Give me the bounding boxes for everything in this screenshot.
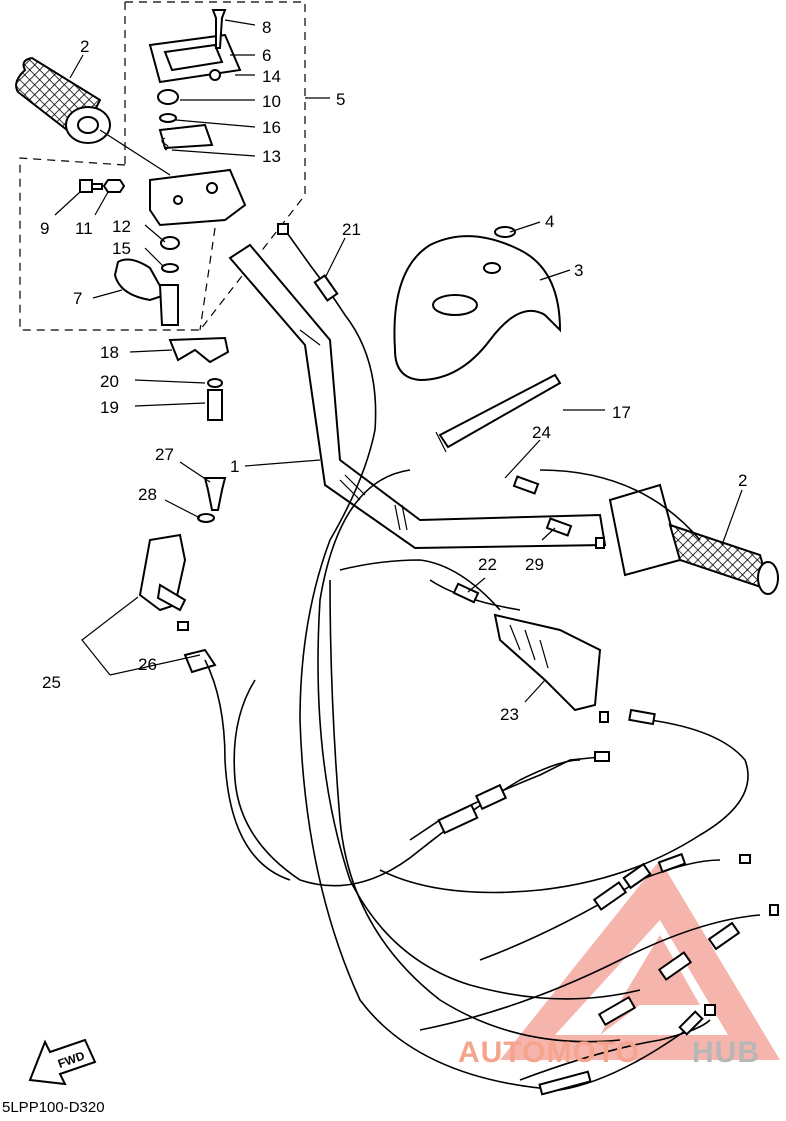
callout-13: 13 <box>262 147 281 166</box>
callout-9: 9 <box>40 219 49 238</box>
clip-26 <box>183 648 217 674</box>
washer-15 <box>161 263 179 273</box>
callout-18: 18 <box>100 343 119 362</box>
grommet <box>494 226 516 238</box>
nut-10 <box>157 89 179 105</box>
washer-16 <box>159 113 177 123</box>
fwd-arrow-icon: FWD <box>28 1038 97 1086</box>
callout-28: 28 <box>138 485 157 504</box>
callout-2-right: 2 <box>738 471 747 490</box>
watermark-text: AUTOMOTO HUB <box>458 1036 760 1069</box>
handlebar-cover <box>393 235 562 382</box>
boot <box>493 613 602 712</box>
washer-12 <box>160 236 180 250</box>
bolt-9 <box>79 179 103 193</box>
bolt-19 <box>207 389 223 421</box>
callout-21: 21 <box>342 220 361 239</box>
callout-23: 23 <box>500 705 519 724</box>
callout-11: 11 <box>75 219 93 238</box>
callout-20: 20 <box>100 372 119 391</box>
cover-6 <box>148 33 242 84</box>
lever <box>113 258 179 326</box>
callout-7: 7 <box>73 289 82 308</box>
callout-10: 10 <box>262 92 281 111</box>
tie-strap <box>438 373 562 449</box>
screw-8 <box>211 9 227 49</box>
callout-29: 29 <box>525 555 544 574</box>
screw-27 <box>203 477 227 511</box>
nut-11 <box>102 179 126 193</box>
right-grip <box>608 483 779 595</box>
callout-labels: 1 2 2 3 4 5 6 7 8 9 10 11 12 13 14 15 16… <box>40 18 747 724</box>
lever-holder <box>149 168 247 227</box>
callout-24: 24 <box>532 423 551 442</box>
callout-22: 22 <box>478 555 497 574</box>
left-grip <box>15 56 111 144</box>
callout-26: 26 <box>138 655 157 674</box>
group-box-5 <box>19 1 306 331</box>
washer-28 <box>197 513 215 523</box>
switch-assy <box>138 533 187 612</box>
group-box-5-lower <box>199 227 216 331</box>
callout-3: 3 <box>574 261 583 280</box>
callout-12: 12 <box>112 217 131 236</box>
callout-6: 6 <box>262 46 271 65</box>
bracket <box>158 123 214 150</box>
callout-2-left: 2 <box>80 37 89 56</box>
leader-lines <box>54 19 743 703</box>
callout-15: 15 <box>112 239 131 258</box>
callout-14: 14 <box>262 67 281 86</box>
callout-4: 4 <box>545 212 554 231</box>
callout-25: 25 <box>42 673 61 692</box>
handlebar <box>228 243 607 550</box>
clamp <box>168 336 230 364</box>
watermark-text-a: AUTOMOTO <box>458 1036 640 1069</box>
watermark-text-b: HUB <box>692 1036 760 1069</box>
callout-17: 17 <box>612 403 631 422</box>
diagram-code: 5LPP100-D320 <box>2 1099 105 1116</box>
cable-fittings <box>177 223 779 1096</box>
spring-13 <box>161 137 169 151</box>
callout-1: 1 <box>230 457 239 476</box>
callout-16: 16 <box>262 118 281 137</box>
callout-27: 27 <box>155 445 174 464</box>
callout-19: 19 <box>100 398 119 417</box>
washer-20 <box>207 378 223 388</box>
callout-5: 5 <box>336 90 345 109</box>
callout-8: 8 <box>262 18 271 37</box>
cables <box>204 229 761 1091</box>
